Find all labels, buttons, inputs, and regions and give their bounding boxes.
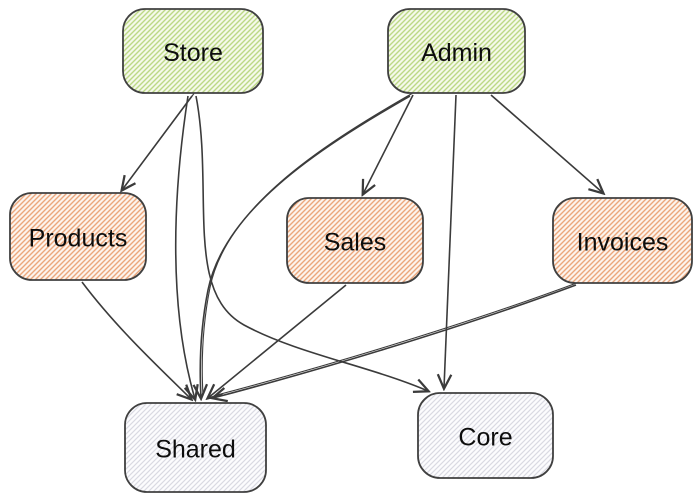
node-sales-label: Sales [324,229,387,257]
node-core-label: Core [458,424,512,452]
edge-store-to-products [122,95,193,190]
node-layer: Store Admin Products Sales Invoices Shar… [9,8,693,493]
node-invoices-label: Invoices [577,229,669,257]
edge-admin-to-sales [363,94,414,194]
edge-store-to-core [195,95,428,391]
edge-admin-to-core [444,94,457,388]
edge-layer [81,93,603,400]
edge-invoices-to-shared-twin [214,281,579,397]
edge-store-to-shared [174,95,195,399]
node-invoices: Invoices [552,197,693,284]
edge-products-to-shared [81,281,191,399]
node-store: Store [122,8,264,94]
node-sales: Sales [286,197,424,284]
node-shared-label: Shared [155,436,236,464]
node-shared: Shared [124,402,267,493]
node-products-label: Products [29,225,128,253]
node-admin: Admin [387,8,526,94]
edge-admin-to-shared [200,95,411,398]
node-store-label: Store [163,39,223,67]
edge-invoices-to-shared [213,284,577,398]
node-admin-label: Admin [421,39,492,67]
node-core: Core [417,392,554,479]
edge-admin-to-invoices [490,94,603,193]
node-products: Products [9,192,147,281]
edge-sales-to-shared [208,284,347,398]
